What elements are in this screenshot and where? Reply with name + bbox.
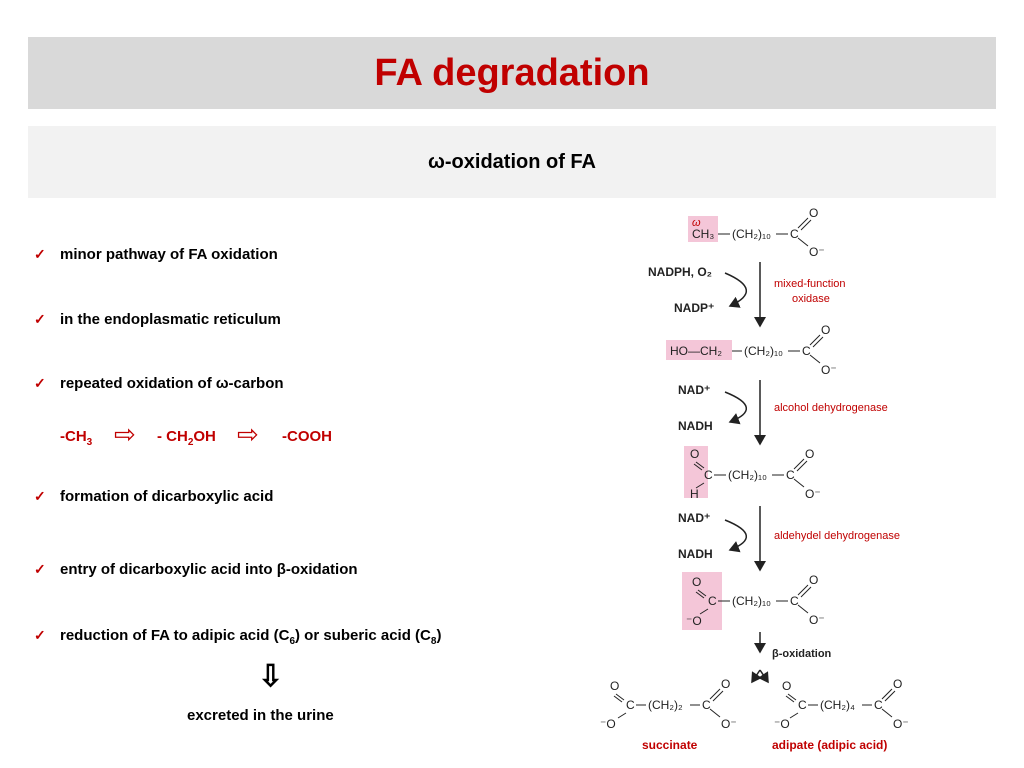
structure-aldehyde: O C H (CH₂)₁₀ C O O⁻: [684, 446, 821, 501]
bullet-text: entry of dicarboxylic acid into β-oxidat…: [60, 561, 358, 578]
hydroxymethyl-group: HO—CH₂: [670, 344, 722, 358]
bullet-text: in the endoplasmatic reticulum: [60, 311, 281, 328]
chain-label: (CH₂)₁₀: [728, 468, 767, 482]
down-outline-arrow-icon: ⇩: [258, 660, 284, 693]
carbon-label: C: [790, 594, 799, 608]
cofactor-label: NADPH, O₂: [648, 265, 712, 279]
check-icon: ✓: [34, 375, 46, 391]
oxygen-label: O: [809, 573, 818, 587]
product-label: adipate (adipic acid): [772, 738, 887, 752]
bullet-text: reduction of FA to adipic acid (C6) or s…: [60, 627, 442, 647]
check-icon: ✓: [34, 311, 46, 327]
right-outline-arrow-icon: ⇨: [114, 419, 136, 449]
bullet-text: repeated oxidation of ω-carbon: [60, 375, 284, 392]
chain-label: (CH₂)₁₀: [732, 594, 771, 608]
carbon-label: C: [786, 468, 795, 482]
cofactor-label: NAD⁺: [678, 383, 710, 397]
oxygen-label: O: [805, 447, 814, 461]
flow-ch3: -CH3: [60, 428, 93, 448]
cofactor-label: NADH: [678, 419, 713, 433]
oxygen-minus-label: ⁻O: [686, 614, 702, 628]
bullet-item: ✓ minor pathway of FA oxidation: [34, 246, 278, 263]
bullet-text: minor pathway of FA oxidation: [60, 246, 278, 263]
oxygen-minus-label: O⁻: [893, 717, 909, 731]
oxygen-minus-label: ⁻O: [774, 717, 790, 731]
enzyme-label: alcohol dehydrogenase: [774, 402, 888, 414]
highlight-box: [682, 572, 722, 630]
enzyme-label: oxidase: [792, 293, 830, 305]
omega-label: ω: [692, 217, 701, 229]
bullet-item: ✓ entry of dicarboxylic acid into β-oxid…: [34, 561, 358, 578]
oxygen-label: O: [782, 679, 791, 693]
cofactor-label: NAD⁺: [678, 511, 710, 525]
bullet-item: ✓ in the endoplasmatic reticulum: [34, 311, 281, 328]
highlight-box: [684, 446, 708, 498]
cofactor-label: NADP⁺: [674, 301, 714, 315]
highlight-box: [666, 340, 732, 360]
carbon-label: C: [702, 698, 711, 712]
product-label: succinate: [642, 738, 698, 752]
oxygen-minus-label: O⁻: [805, 487, 821, 501]
bullet-item: ✓ repeated oxidation of ω-carbon: [34, 375, 284, 392]
cofactor-label: NADH: [678, 547, 713, 561]
title-bar: FA degradation: [28, 37, 996, 109]
oxygen-label: O: [690, 447, 699, 461]
oxygen-minus-label: O⁻: [809, 245, 825, 259]
bullet-text: formation of dicarboxylic acid: [60, 488, 274, 505]
oxygen-minus-label: O⁻: [721, 717, 737, 731]
omega-oxidation-diagram: ω CH₃ (CH₂)₁₀ C O O⁻ NADPH, O₂ NADP⁺ mix…: [600, 206, 909, 752]
oxygen-label: O: [610, 679, 619, 693]
carbon-label: C: [708, 594, 717, 608]
flow-ch2oh: - CH2OH: [157, 428, 216, 448]
oxygen-label: O: [821, 323, 830, 337]
carbon-label: C: [802, 344, 811, 358]
structure-succinate: O C ⁻O (CH₂)₂ C O O⁻ succinate: [600, 677, 737, 752]
chain-label: (CH₂)₄: [820, 698, 855, 712]
chain-label: (CH₂)₁₀: [732, 227, 771, 241]
carbon-label: C: [626, 698, 635, 712]
oxygen-label: O: [893, 677, 902, 691]
chain-label: (CH₂)₁₀: [744, 344, 783, 358]
structure-lauric: ω CH₃ (CH₂)₁₀ C O O⁻: [688, 206, 825, 259]
enzyme-label: mixed-function: [774, 278, 846, 290]
check-icon: ✓: [34, 561, 46, 577]
ch3-group: CH₃: [692, 227, 714, 241]
oxygen-minus-label: O⁻: [809, 613, 825, 627]
check-icon: ✓: [34, 627, 46, 643]
subtitle-bar: ω-oxidation of FA: [28, 126, 996, 198]
enzyme-label: aldehydel dehydrogenase: [774, 530, 900, 542]
oxygen-minus-label: O⁻: [821, 363, 837, 377]
highlight-box: [688, 216, 718, 242]
check-icon: ✓: [34, 488, 46, 504]
carbon-label: C: [874, 698, 883, 712]
chain-label: (CH₂)₂: [648, 698, 683, 712]
bullet-item: ✓ formation of dicarboxylic acid: [34, 488, 273, 505]
right-outline-arrow-icon: ⇨: [237, 419, 259, 449]
carbon-label: C: [798, 698, 807, 712]
oxygen-label: O: [692, 575, 701, 589]
flow-cooh: -COOH: [282, 428, 332, 445]
structure-adipate: O C ⁻O (CH₂)₄ C O O⁻ adipate (adipic aci…: [772, 677, 909, 752]
oxygen-minus-label: ⁻O: [600, 717, 616, 731]
excreted-text: excreted in the urine: [187, 707, 334, 724]
structure-hydroxy: HO—CH₂ (CH₂)₁₀ C O O⁻: [666, 323, 837, 377]
hydrogen-label: H: [690, 487, 699, 501]
bullet-item: ✓ reduction of FA to adipic acid (C6) or…: [34, 627, 441, 647]
oxygen-label: O: [721, 677, 730, 691]
slide-subtitle: ω-oxidation of FA: [428, 150, 596, 173]
oxygen-label: O: [809, 206, 818, 220]
carbon-label: C: [704, 468, 713, 482]
carbon-label: C: [790, 227, 799, 241]
structure-dicarboxylate: O C ⁻O (CH₂)₁₀ C O O⁻: [682, 572, 825, 630]
check-icon: ✓: [34, 246, 46, 262]
slide-title: FA degradation: [374, 51, 650, 94]
beta-oxidation-label: β-oxidation: [772, 648, 832, 660]
